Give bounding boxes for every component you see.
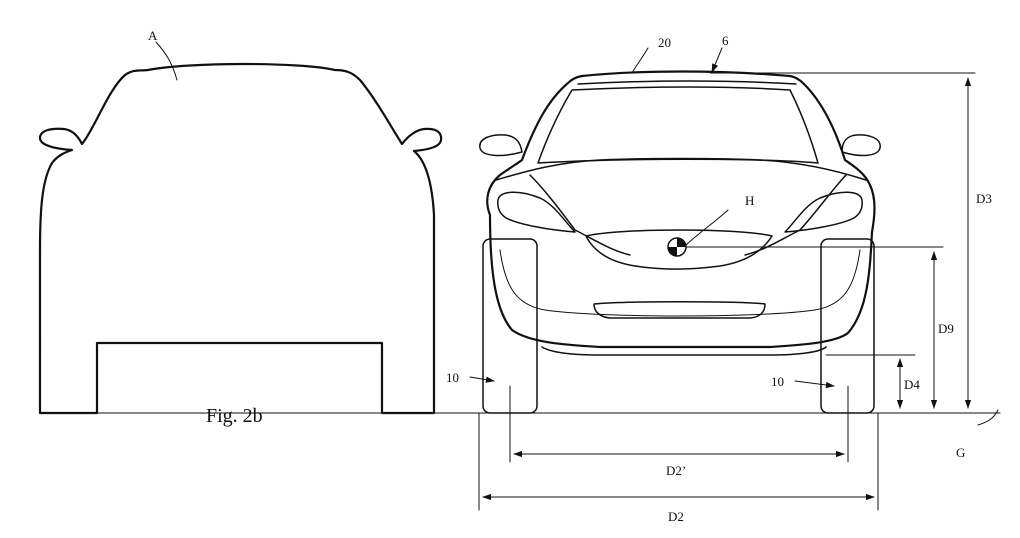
mirror-left xyxy=(479,134,523,157)
vehicle-silhouette: A xyxy=(38,28,443,415)
dim-D9: D9 xyxy=(938,321,954,336)
dim-D3: D3 xyxy=(976,191,992,206)
dim-D2-outer: D2 xyxy=(668,509,684,524)
label-H: H xyxy=(745,193,754,208)
headlight-right xyxy=(784,191,863,233)
label-G: G xyxy=(956,445,965,460)
label-10-right: 10 xyxy=(771,374,784,389)
upper-grille xyxy=(585,229,773,270)
figure-caption: Fig. 2b xyxy=(206,405,263,427)
mirror-right xyxy=(841,134,881,157)
label-20: 20 xyxy=(658,35,671,50)
headlight-left xyxy=(497,191,576,233)
label-A: A xyxy=(148,28,158,43)
front-body xyxy=(486,70,876,349)
dimension-lines: G D3 D9 D4 D2’ D2 xyxy=(39,72,1001,524)
dim-D2-inner: D2’ xyxy=(666,463,686,478)
vehicle-front-view: H 20 6 10 10 xyxy=(446,33,881,414)
label-6: 6 xyxy=(722,33,729,48)
dim-D4: D4 xyxy=(904,377,920,392)
lower-grille xyxy=(593,301,766,319)
label-10-left: 10 xyxy=(446,370,459,385)
